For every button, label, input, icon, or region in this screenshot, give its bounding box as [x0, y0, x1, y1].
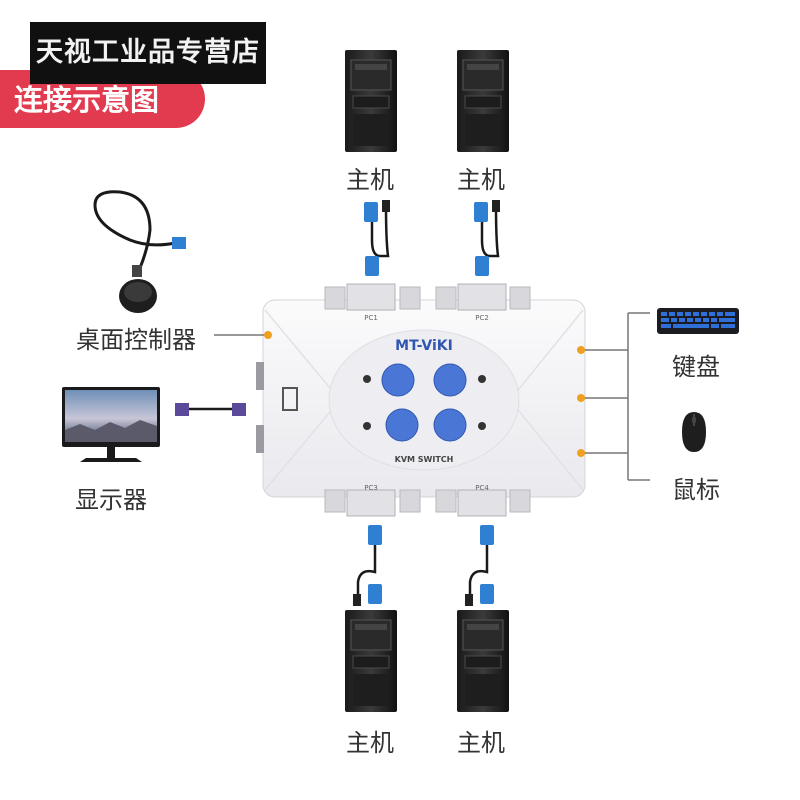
port-label-pc3: PC3 [364, 484, 378, 492]
pc-tower-icon [457, 50, 509, 152]
port-label-pc1: PC1 [364, 314, 378, 322]
pc-tower-icon [345, 610, 397, 712]
mouse-label: 鼠标 [672, 476, 720, 504]
pc-label-bottom-right: 主机 [457, 729, 505, 757]
pc-tower-icon [457, 610, 509, 712]
pc-label-bottom-left: 主机 [346, 729, 394, 757]
vga-cable-icon [175, 403, 246, 416]
monitor-icon [62, 387, 160, 462]
mouse-indicator [577, 449, 585, 457]
monitor-label: 显示器 [75, 486, 147, 514]
pc1-select-button[interactable] [381, 363, 415, 397]
kvm-switch: MT-ViKI KVM SWITCH PC1 PC2 PC3 PC4 [256, 283, 586, 517]
pc4-led [478, 422, 486, 430]
vga-cable-icon [364, 200, 390, 276]
keyboard-label: 键盘 [672, 353, 720, 381]
pc-label-top-right: 主机 [457, 166, 505, 194]
vga-cable-icon [465, 525, 494, 606]
port-label-pc2: PC2 [475, 314, 489, 322]
mouse-icon [682, 412, 706, 452]
keyboard-icon [657, 308, 739, 334]
pc-tower-icon [345, 50, 397, 152]
pc-label-top-left: 主机 [346, 166, 394, 194]
desktop-controller-label: 桌面控制器 [76, 326, 196, 354]
page-title: 连接示意图 [14, 83, 160, 117]
controller-indicator [264, 331, 272, 339]
vga-cable-icon [353, 525, 382, 606]
pc1-led [363, 375, 371, 383]
pc4-select-button[interactable] [433, 408, 467, 442]
pc3-select-button[interactable] [385, 408, 419, 442]
pc2-led [478, 375, 486, 383]
store-banner: 天视工业品专营店 [30, 22, 266, 84]
pc2-select-button[interactable] [433, 363, 467, 397]
keyboard-indicator [577, 346, 585, 354]
switch-brand: MT-ViKI [395, 338, 453, 354]
switch-model: KVM SWITCH [395, 455, 454, 464]
desktop-controller-icon [93, 190, 186, 313]
port-label-pc4: PC4 [475, 484, 489, 492]
vga-cable-icon [474, 200, 500, 276]
keyboard-indicator [577, 394, 585, 402]
pc3-led [363, 422, 371, 430]
